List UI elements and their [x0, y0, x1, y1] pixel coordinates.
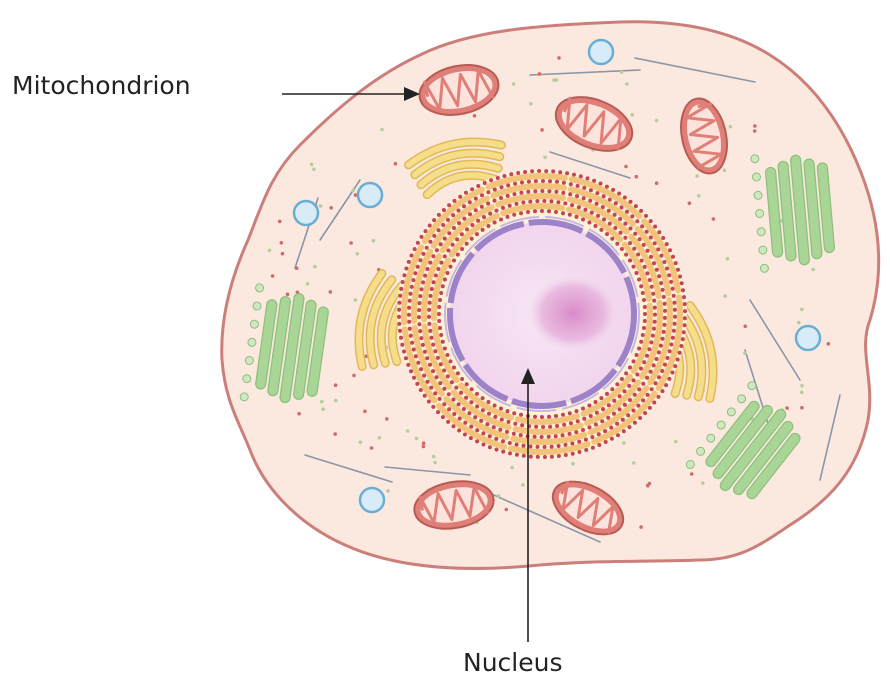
nucleus-label: Nucleus: [463, 648, 563, 677]
nucleolus: [528, 275, 618, 351]
mitochondrion-label: Mitochondrion: [12, 71, 191, 100]
